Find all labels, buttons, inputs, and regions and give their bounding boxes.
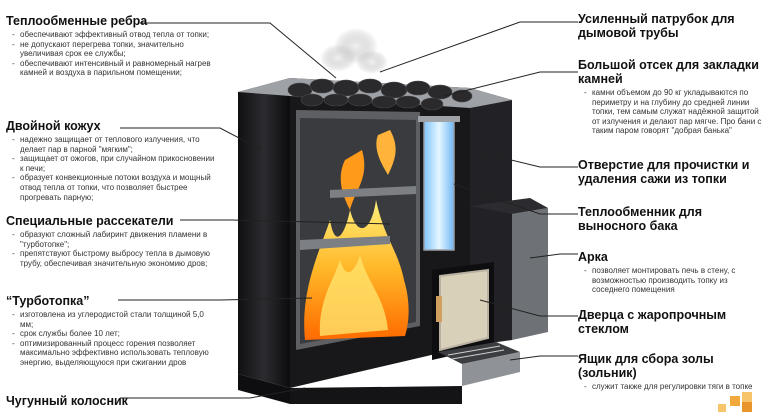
callout-title: “Турботопка”: [6, 294, 90, 308]
brand-logo-icon: [718, 392, 752, 412]
callout-title: Отверстие для прочистки и удаления сажи …: [578, 158, 750, 186]
callout-title: Специальные рассекатели: [6, 214, 174, 228]
callout-item: не допускают перегрева топки, значительн…: [6, 40, 216, 59]
leader-stones: [443, 71, 578, 97]
callout-arch: Арка позволяет монтировать печь в стену,…: [578, 250, 766, 295]
callout-stones: Большой отсек для закладки камней камни …: [578, 58, 766, 136]
leader-casing: [120, 127, 263, 151]
callout-baffles: Специальные рассекатели образуют сложный…: [6, 214, 216, 268]
callout-title: Ящик для сбора золы (зольник): [578, 352, 714, 380]
outer-casing-left: [238, 78, 290, 388]
callout-chimney: Усиленный патрубок для дымовой трубы: [578, 12, 766, 40]
base-left: [238, 374, 290, 404]
leader-door: [479, 299, 578, 317]
callout-item: препятствуют быстрому выбросу тепла в ды…: [6, 249, 216, 268]
arch-panel: [512, 208, 548, 340]
leader-grate: [120, 387, 306, 399]
callout-title: Арка: [578, 250, 608, 264]
callout-item: оптимизированный процесс горения позволя…: [6, 339, 216, 368]
callout-cleanout: Отверстие для прочистки и удаления сажи …: [578, 158, 766, 186]
door-glass: [439, 268, 489, 352]
leader-turbo: [118, 297, 313, 301]
callout-title: Усиленный патрубок для дымовой трубы: [578, 12, 735, 40]
leader-ashbox: [509, 355, 578, 361]
door-handle-icon: [436, 296, 442, 322]
callout-title: Теплообменник для выносного бака: [578, 205, 702, 233]
callout-casing: Двойной кожух надежно защищает от теплов…: [6, 119, 216, 202]
callout-item: образует конвекционные потоки воздуха и …: [6, 173, 216, 202]
callout-desc: камни объемом до 90 кг укладываются по п…: [578, 88, 766, 136]
callout-title: Теплообменные ребра: [6, 14, 148, 28]
callout-item: образуют сложный лабиринт движения пламе…: [6, 230, 216, 249]
callout-ashbox: Ящик для сбора золы (зольник) служит так…: [578, 352, 766, 392]
base-front: [290, 386, 462, 404]
grate-icon: [447, 345, 505, 360]
callout-turbo: “Турботопка” изготовлена из углеродистой…: [6, 294, 216, 368]
callout-title: Двойной кожух: [6, 119, 101, 133]
leader-fins: [140, 22, 337, 79]
tank-rim: [418, 116, 460, 122]
leader-baffles: [180, 219, 391, 225]
callout-title: Дверца с жаропрочным стеклом: [578, 308, 727, 336]
ash-box: [438, 342, 520, 364]
callout-door: Дверца с жаропрочным стеклом: [578, 308, 766, 336]
callout-item: надежно защищает от теплового излучения,…: [6, 135, 216, 154]
callout-tank: Теплообменник для выносного бака: [578, 205, 766, 233]
leader-cleanout: [469, 149, 578, 168]
callout-item: обеспечивают эффективный отвод тепла от …: [6, 30, 216, 40]
leader-tank: [453, 183, 578, 215]
callout-item: изготовлена из углеродистой стали толщин…: [6, 310, 216, 329]
callout-desc: служит также для регулировки тяги в топк…: [578, 382, 766, 392]
callout-desc: позволяет монтировать печь в стену, с во…: [578, 266, 766, 295]
callout-fins: Теплообменные ребра обеспечивают эффекти…: [6, 14, 216, 78]
leader-chimney: [379, 21, 578, 73]
smoke-icon: [320, 28, 388, 74]
callout-title: Чугунный колосник: [6, 394, 128, 408]
callout-grate: Чугунный колосник: [6, 394, 216, 408]
callout-title: Большой отсек для закладки камней: [578, 58, 759, 86]
baffles: [300, 186, 416, 250]
heat-exchanger-tank: [423, 119, 455, 251]
leader-arch: [529, 253, 578, 259]
callout-item: обеспечивают интенсивный и равномерный н…: [6, 59, 216, 78]
ash-box-front: [462, 352, 520, 386]
callout-item: срок службы более 10 лет;: [6, 329, 216, 339]
callout-item: защищает от ожогов, при случайном прикос…: [6, 154, 216, 173]
